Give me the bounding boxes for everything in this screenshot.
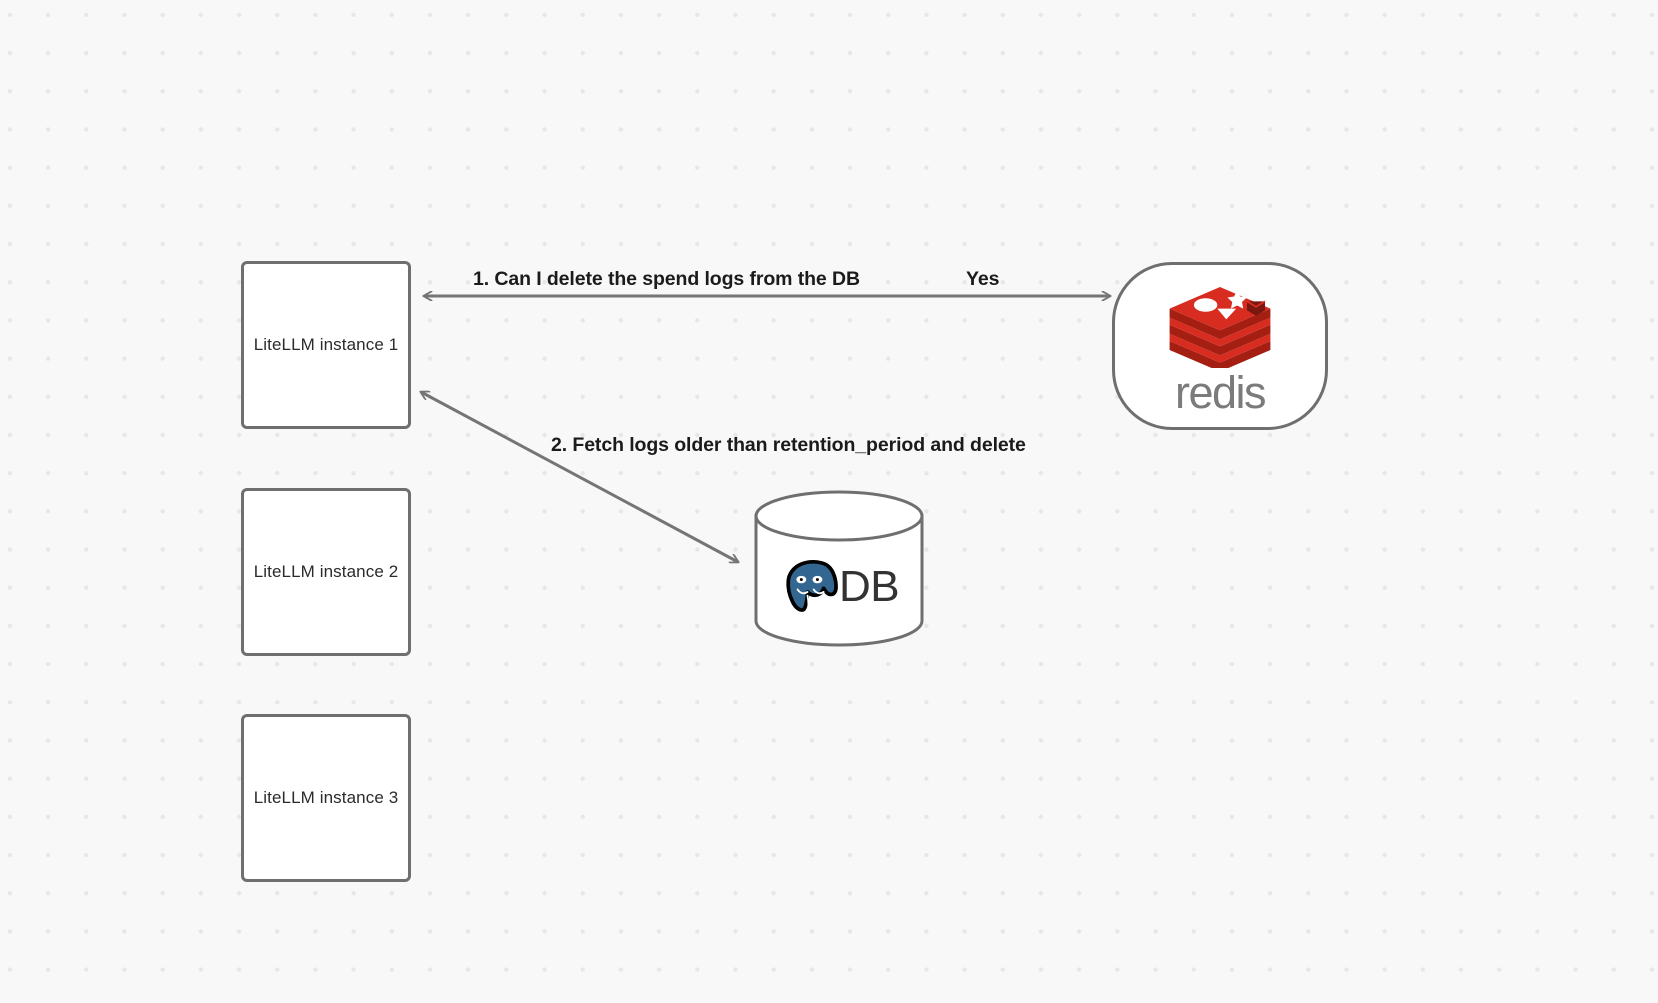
- redis-logo-icon: [1169, 286, 1271, 368]
- db-logo-row: DB: [753, 508, 925, 665]
- postgresql-elephant-icon: [786, 559, 838, 612]
- node-litellm-instance-3[interactable]: LiteLLM instance 3: [241, 714, 411, 882]
- node-db[interactable]: DB: [753, 490, 925, 647]
- node-label-litellm-3: LiteLLM instance 3: [253, 788, 399, 807]
- redis-wordmark: redis: [1174, 366, 1267, 418]
- node-litellm-instance-1[interactable]: LiteLLM instance 1: [241, 261, 411, 429]
- node-litellm-instance-2[interactable]: LiteLLM instance 2: [241, 488, 411, 656]
- edge-label-step-2: 2. Fetch logs older than retention_perio…: [551, 434, 1026, 456]
- edge-label-step-1: 1. Can I delete the spend logs from the …: [473, 268, 860, 290]
- cylinder-shape: [754, 490, 924, 647]
- redis-logo-wrap: redis: [1166, 278, 1274, 415]
- edge-db-litellm1[interactable]: [421, 392, 738, 562]
- node-label-litellm-2: LiteLLM instance 2: [253, 562, 399, 581]
- db-label: DB: [838, 561, 900, 611]
- node-label-litellm-1: LiteLLM instance 1: [253, 335, 399, 354]
- node-redis[interactable]: redis: [1112, 262, 1328, 430]
- edge-label-step-1-answer: Yes: [966, 268, 1000, 290]
